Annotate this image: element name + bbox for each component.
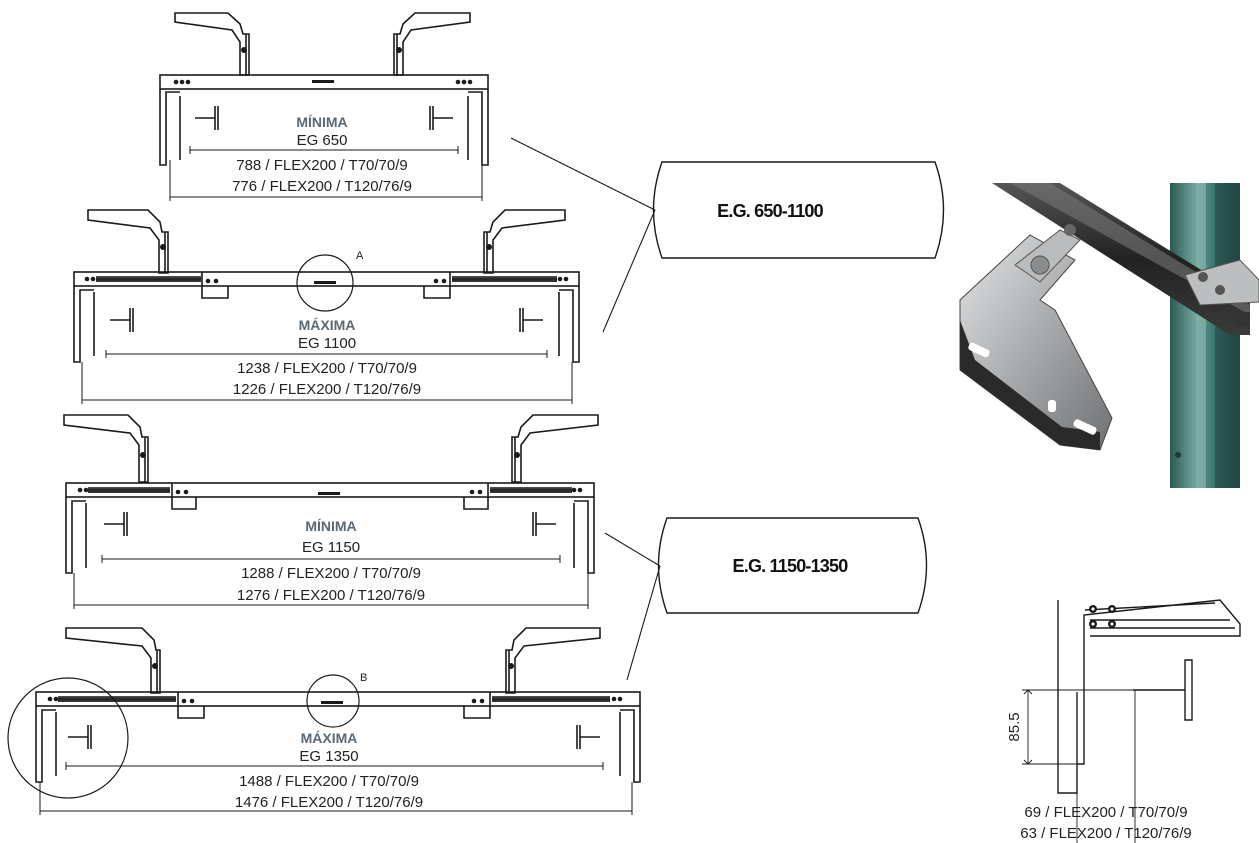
dimension-t120-label: 1226 / FLEX200 / T120/76/9 (233, 381, 421, 398)
assembly-kind-label: MÍNIMA (296, 114, 347, 130)
assembly-eg-label: EG 1150 (302, 539, 360, 556)
detail-t70-label: 69 / FLEX200 / T70/70/9 (1024, 804, 1187, 821)
dimension-t120-label: 1476 / FLEX200 / T120/76/9 (235, 794, 423, 811)
assembly-kind-label: MÍNIMA (305, 518, 356, 534)
dimension-t70-label: 1488 / FLEX200 / T70/70/9 (239, 773, 419, 790)
assembly-kind-label: MÁXIMA (301, 730, 358, 746)
dimension-t120-label: 1276 / FLEX200 / T120/76/9 (237, 587, 425, 604)
detail-dimension-label: 85.5 (1006, 712, 1023, 741)
assembly-kind-label: MÁXIMA (299, 317, 356, 333)
assembly-maxima-1350: B MÁXIMA EG 1350 1488 / FLEX200 / T70/70… (7, 627, 641, 815)
callout-1150-1350: E.G. 1150-1350 (604, 517, 928, 681)
callout-650-1100: E.G. 650-1100 (510, 137, 945, 333)
dimension-t70-label: 1238 / FLEX200 / T70/70/9 (237, 360, 417, 377)
detail-view: 85.5 69 / FLEX200 / T70/70/9 63 / FLEX20… (1006, 599, 1241, 843)
assembly-eg-label: EG 650 (297, 132, 348, 149)
bracket-3d-render (959, 183, 1259, 488)
dimension-t70-label: 1288 / FLEX200 / T70/70/9 (241, 565, 421, 582)
assembly-maxima-1100: A MÁXIMA EG 1100 1238 / FLEX200 / T70/70… (73, 209, 580, 404)
detail-t120-label: 63 / FLEX200 / T120/76/9 (1020, 825, 1192, 842)
dimension-t120-label: 776 / FLEX200 / T120/76/9 (232, 178, 412, 195)
assembly-eg-label: EG 1100 (298, 335, 356, 352)
assembly-eg-label: EG 1350 (299, 748, 358, 765)
detail-marker-b: B (360, 672, 367, 684)
callout-label: E.G. 1150-1350 (733, 556, 849, 576)
callout-label: E.G. 650-1100 (717, 201, 823, 221)
detail-marker-a: A (356, 250, 364, 262)
assembly-minima-650: MÍNIMA EG 650 788 / FLEX200 / T70/70/9 7… (159, 12, 489, 201)
dimension-t70-label: 788 / FLEX200 / T70/70/9 (236, 157, 408, 174)
assembly-minima-1150: MÍNIMA EG 1150 1288 / FLEX200 / T70/70/9… (63, 414, 599, 609)
